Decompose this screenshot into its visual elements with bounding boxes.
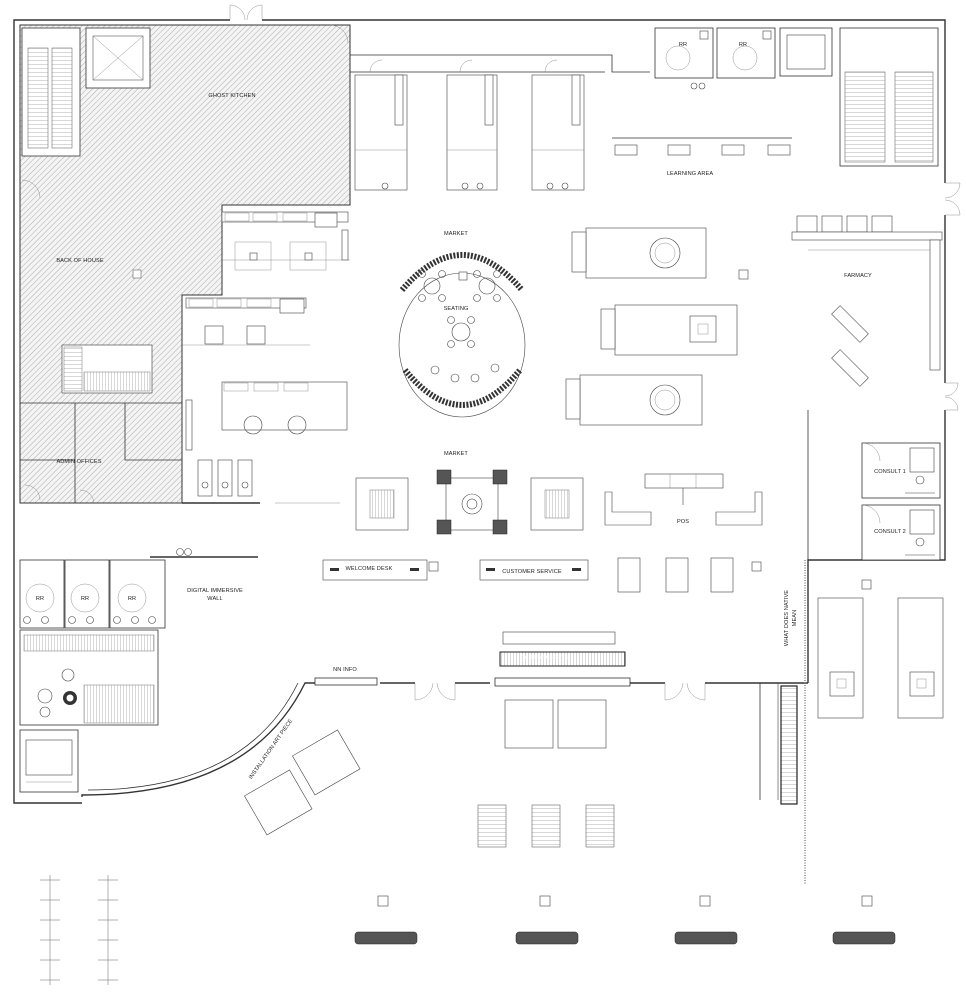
label-customer-service: CUSTOMER SERVICE xyxy=(502,569,562,575)
lower-left-rooms xyxy=(19,559,166,793)
label-market-top: MARKET xyxy=(444,231,468,237)
label-ghost-kitchen: GHOST KITCHEN xyxy=(208,93,255,99)
farmacy-area xyxy=(791,215,943,561)
back-of-house-zone xyxy=(19,24,351,504)
exterior-walls xyxy=(13,4,961,804)
entry-mats xyxy=(504,560,944,885)
label-back-of-house: BACK OF HOUSE xyxy=(56,258,103,264)
label-market-mid: MARKET xyxy=(444,451,468,457)
label-consult-2: CONSULT 2 xyxy=(874,529,906,535)
label-consult-1: CONSULT 1 xyxy=(874,469,906,475)
label-native-2: MEAN xyxy=(792,610,798,627)
label-rr-top-2: RR xyxy=(739,42,747,48)
label-pos: POS xyxy=(677,519,689,525)
market-seating-area xyxy=(355,252,584,535)
label-nn-info: NN INFO xyxy=(333,667,357,673)
label-digital-wall-1: DIGITAL IMMERSIVE xyxy=(187,588,243,594)
label-rr-bottom-2: RR xyxy=(81,596,89,602)
service-desks xyxy=(150,548,626,667)
label-learning-area: LEARNING AREA xyxy=(667,171,714,177)
label-native-1: WHAT DOES NATIVE xyxy=(784,590,790,646)
label-rr-bottom-3: RR xyxy=(128,596,136,602)
display-tables xyxy=(565,227,749,426)
label-farmacy: FARMACY xyxy=(844,273,872,279)
installation-art xyxy=(244,729,361,836)
label-carts-baskets: CARTS/BASKETS xyxy=(520,655,568,661)
interior-walls xyxy=(349,25,939,191)
label-seating: SEATING xyxy=(444,306,469,312)
label-welcome-desk: WELCOME DESK xyxy=(346,566,393,572)
label-admin-offices: ADMIN OFFICES xyxy=(56,459,101,465)
kitchen-equipment xyxy=(182,211,350,504)
pos-area xyxy=(604,473,763,593)
label-digital-wall-2: WALL xyxy=(207,596,222,602)
exterior-landscape xyxy=(40,804,896,985)
label-rr-bottom-1: RR xyxy=(36,596,44,602)
label-rr-top-1: RR xyxy=(679,42,687,48)
